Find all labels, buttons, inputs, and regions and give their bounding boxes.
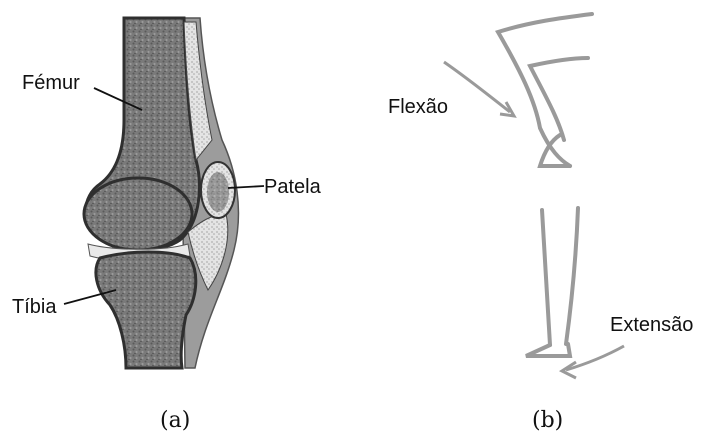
extension-arrow	[562, 346, 624, 378]
flexion-arrow	[444, 62, 514, 116]
tibia-bone	[96, 252, 196, 368]
tibia-label: Tíbia	[12, 296, 56, 319]
femur-bone	[84, 18, 199, 250]
caption-a: (a)	[160, 408, 190, 433]
patela-label: Patela	[264, 176, 321, 199]
caption-b: (b)	[532, 408, 563, 433]
flexao-label: Flexão	[388, 96, 448, 119]
femur-label: Fémur	[22, 72, 80, 95]
flexion-sketch	[498, 14, 592, 166]
extensao-label: Extensão	[610, 314, 693, 337]
extension-sketch	[526, 208, 578, 356]
patella-bone	[201, 162, 235, 218]
